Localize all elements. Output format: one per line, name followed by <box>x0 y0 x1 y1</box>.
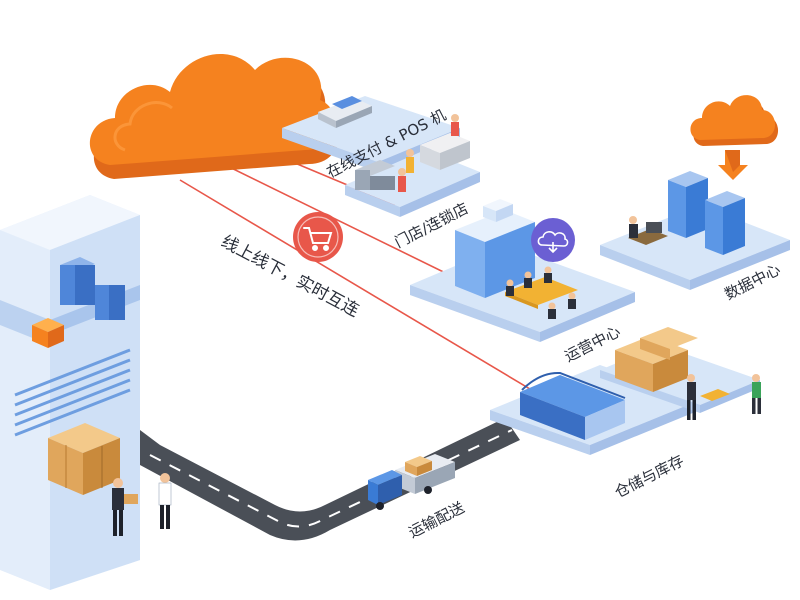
road <box>140 418 520 541</box>
office-lock-icon <box>32 318 64 348</box>
shopping-cart-icon <box>303 227 333 251</box>
office-server-racks <box>60 257 125 320</box>
store-shelves <box>355 160 395 190</box>
pos-terminal-icon <box>318 96 372 128</box>
store-people <box>398 114 459 192</box>
connector-warehouse <box>179 179 541 396</box>
office-people <box>112 473 172 536</box>
delivery-truck: 运输配送 <box>368 454 467 542</box>
warehouse-box-stack <box>615 327 698 392</box>
ops-server-block <box>455 199 535 298</box>
office-parcel-stack <box>48 423 120 495</box>
data-desk-worker <box>628 216 668 245</box>
connector-ops <box>214 159 471 286</box>
office-building <box>0 195 172 590</box>
warehouse-workers <box>687 374 761 420</box>
warehouse-label: 仓储与库存 <box>612 451 687 501</box>
cart-badge <box>293 212 343 262</box>
node-data-center: 数据中心 <box>600 171 790 304</box>
node-ops: 运营中心 <box>410 199 635 366</box>
data-server-racks <box>668 171 745 255</box>
node-warehouse: 仓储与库存 <box>490 327 761 502</box>
transport-label: 运输配送 <box>406 498 468 541</box>
cloud-icon <box>89 54 340 179</box>
warehouse-building <box>520 371 626 440</box>
store-counter <box>420 133 470 170</box>
meeting-table <box>505 266 578 319</box>
cloud-sync-icon <box>531 218 575 262</box>
cloud-download-icon <box>690 95 779 180</box>
